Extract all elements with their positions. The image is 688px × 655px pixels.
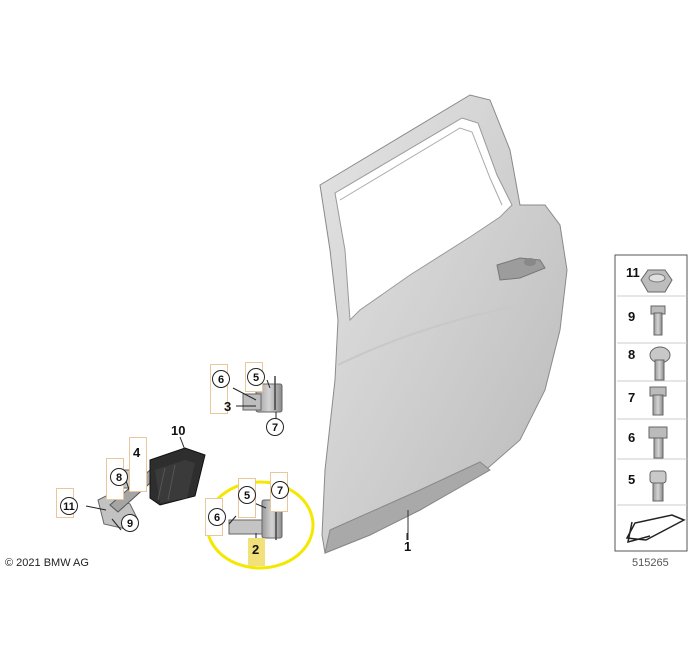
callout-lower-5[interactable]: 5: [238, 486, 256, 504]
callout-upper-6[interactable]: 6: [212, 370, 230, 388]
part-label-10[interactable]: 10: [171, 423, 186, 438]
callout-lower-6[interactable]: 6: [208, 508, 226, 526]
part-label-2[interactable]: 2: [252, 542, 260, 557]
callout-check-11[interactable]: 11: [60, 497, 78, 515]
part-label-1[interactable]: 1: [404, 539, 412, 554]
legend-6[interactable]: 6: [628, 430, 636, 445]
part2-highlight: [248, 538, 265, 566]
part-label-3[interactable]: 3: [224, 399, 232, 414]
copyright-text: © 2021 BMW AG: [5, 557, 89, 569]
callout-upper-5[interactable]: 5: [247, 368, 265, 386]
label-frame: [129, 437, 147, 492]
door-block-part: [149, 447, 206, 506]
legend-panel: [614, 254, 688, 552]
part-label-4[interactable]: 4: [133, 445, 141, 460]
legend-8[interactable]: 8: [628, 347, 636, 362]
callout-check-9[interactable]: 9: [121, 514, 139, 532]
callout-check-8[interactable]: 8: [110, 468, 128, 486]
door-part: [319, 94, 568, 554]
legend-11[interactable]: 11: [626, 265, 640, 280]
legend-7[interactable]: 7: [628, 390, 636, 405]
callout-lower-7[interactable]: 7: [271, 481, 289, 499]
diagram-number: 515265: [632, 557, 669, 569]
callout-upper-7[interactable]: 7: [266, 418, 284, 436]
legend-9[interactable]: 9: [628, 309, 636, 324]
legend-5[interactable]: 5: [628, 472, 636, 487]
